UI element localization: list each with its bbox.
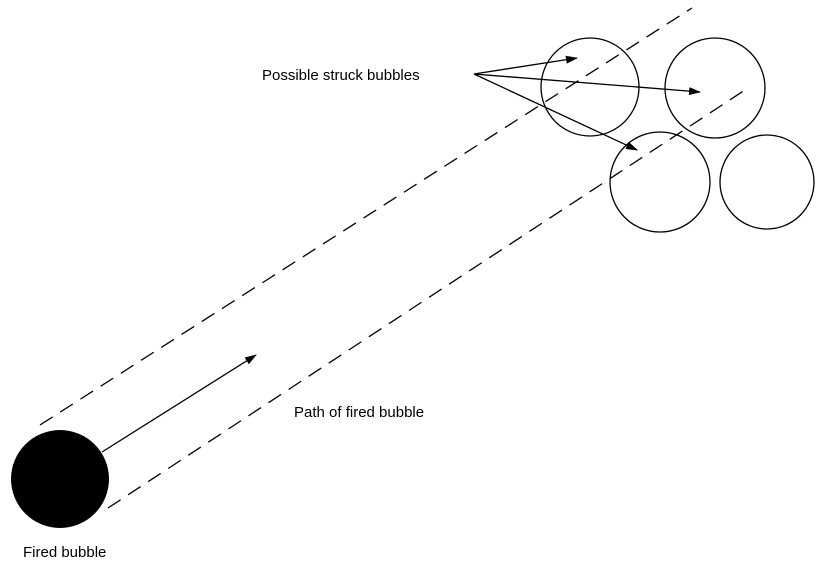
fired-bubble-label: Fired bubble (23, 544, 106, 561)
struck-arrow-3 (473, 73, 638, 151)
target-bubble-1 (540, 37, 640, 137)
struck-arrow-1 (473, 55, 578, 75)
struck-bubbles-label: Possible struck bubbles (262, 67, 420, 84)
fired-bubble (11, 430, 109, 528)
path-upper-dashed-line (39, 7, 693, 426)
target-bubble-2 (664, 37, 766, 139)
path-direction-arrow (101, 354, 257, 453)
path-label: Path of fired bubble (294, 404, 424, 421)
struck-arrow-2 (473, 73, 701, 96)
path-lower-dashed-line (107, 87, 749, 509)
target-bubble-4 (719, 134, 815, 230)
target-bubble-3 (609, 131, 711, 233)
